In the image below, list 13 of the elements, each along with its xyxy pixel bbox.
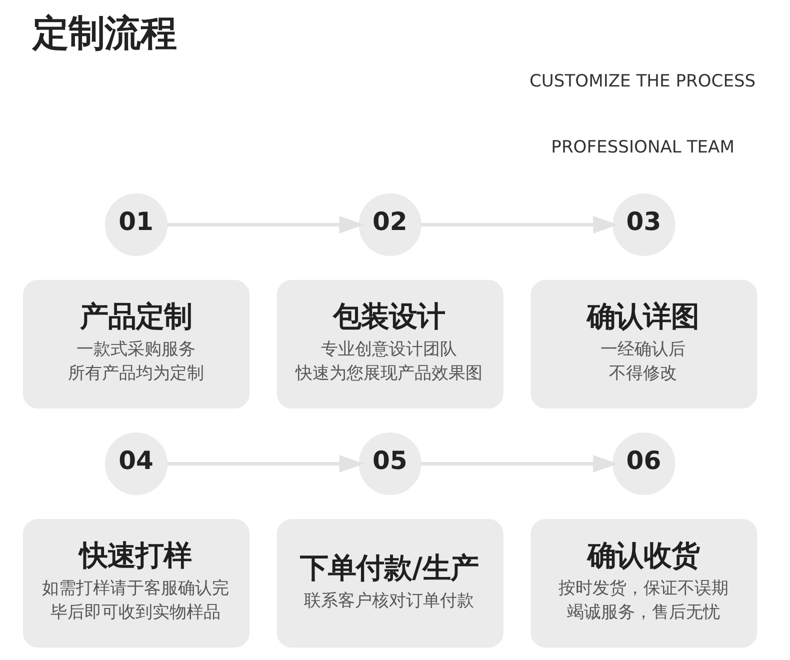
arrow (420, 216, 618, 234)
node-circle: 04 (104, 432, 168, 496)
label: CUSTOMIZE THE PROCESS (529, 71, 756, 92)
arrow (420, 454, 618, 473)
node-circle: 01 (104, 193, 168, 256)
label: PROFESSIONAL TEAM (550, 137, 734, 158)
arrow (166, 454, 364, 473)
node-circle: 06 (612, 432, 675, 496)
node-circle: 02 (358, 193, 421, 256)
diagram-title: 定制流程 (32, 12, 176, 55)
node-circle: 05 (358, 432, 421, 496)
arrow (166, 216, 364, 234)
node-circle: 03 (612, 193, 675, 256)
